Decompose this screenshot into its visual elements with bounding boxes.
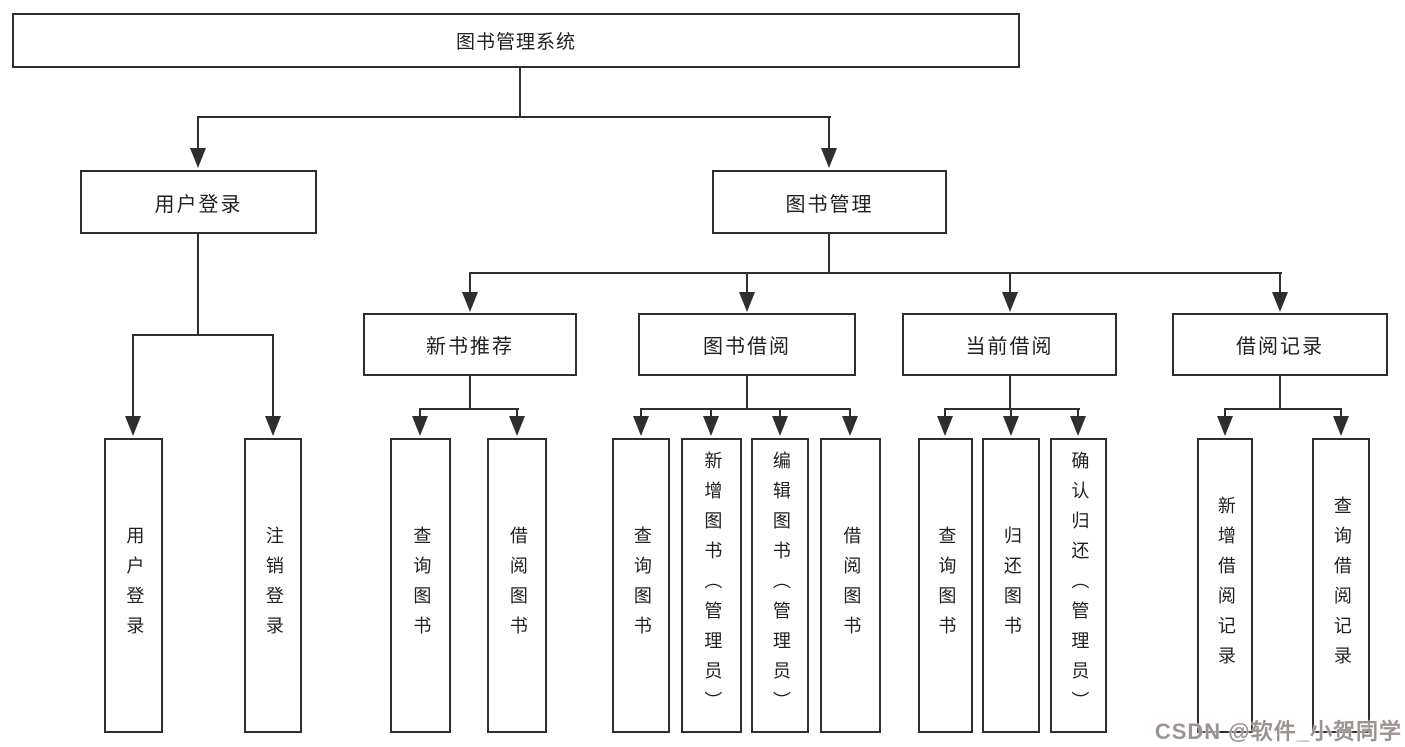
connector-line [419, 408, 519, 410]
leaf-records-add-record-label: 新增借阅记录 [1215, 495, 1236, 676]
node-current-borrow-label: 当前借阅 [965, 336, 1054, 358]
node-new-book-recommend-label: 新书推荐 [426, 336, 514, 358]
arrowhead-icon [462, 292, 478, 312]
arrowhead-icon [772, 416, 788, 436]
leaf-borrow-query-books: 查询图书 [612, 438, 670, 733]
connector-line [779, 408, 781, 418]
node-root: 图书管理系统 [12, 13, 1020, 68]
connector-line [469, 272, 471, 294]
leaf-current-confirm-return-admin-label: 确认归还（管理员） [1069, 450, 1090, 721]
arrowhead-icon [265, 416, 281, 436]
leaf-current-return-books-label: 归还图书 [1001, 525, 1022, 646]
arrowhead-icon [125, 416, 141, 436]
node-book-management-label: 图书管理 [785, 193, 874, 216]
leaf-records-query-record-label: 查询借阅记录 [1331, 495, 1352, 676]
connector-line [828, 116, 830, 150]
arrowhead-icon [1272, 292, 1288, 312]
arrowhead-icon [1070, 416, 1086, 436]
connector-line [197, 116, 199, 150]
connector-line [132, 334, 274, 336]
connector-line [272, 334, 274, 416]
arrowhead-icon [842, 416, 858, 436]
connector-line [516, 408, 518, 418]
leaf-newbook-borrow-books-label: 借阅图书 [507, 525, 528, 646]
arrowhead-icon [937, 416, 953, 436]
leaf-records-query-record: 查询借阅记录 [1312, 438, 1370, 733]
arrowhead-icon [1333, 416, 1349, 436]
connector-line [1340, 408, 1342, 418]
node-book-management: 图书管理 [712, 170, 947, 234]
leaf-current-confirm-return-admin: 确认归还（管理员） [1050, 438, 1107, 733]
connector-line [1009, 272, 1011, 294]
connector-line [849, 408, 851, 418]
node-new-book-recommend: 新书推荐 [363, 313, 577, 376]
arrowhead-icon [739, 292, 755, 312]
leaf-borrow-query-books-label: 查询图书 [631, 525, 652, 646]
connector-line [944, 408, 1080, 410]
csdn-watermark: CSDN @软件_小贺同学 [1154, 719, 1402, 744]
connector-line [640, 408, 851, 410]
leaf-logout-label: 注销登录 [263, 525, 284, 646]
connector-line [1010, 408, 1012, 418]
arrowhead-icon [1002, 292, 1018, 312]
arrowhead-icon [412, 416, 428, 436]
connector-line [1009, 374, 1011, 410]
arrowhead-icon [821, 148, 837, 168]
node-user-login: 用户登录 [80, 170, 317, 234]
leaf-current-query-books: 查询图书 [918, 438, 973, 733]
connector-line [1279, 374, 1281, 410]
leaf-borrow-borrow-books: 借阅图书 [820, 438, 881, 733]
leaf-borrow-add-books-admin-label: 新增图书（管理员） [702, 450, 723, 721]
connector-line [944, 408, 946, 418]
arrowhead-icon [1217, 416, 1233, 436]
node-user-login-label: 用户登录 [154, 193, 243, 216]
node-borrow-records: 借阅记录 [1172, 313, 1388, 376]
connector-line [469, 374, 471, 410]
connector-line [1224, 408, 1226, 418]
arrowhead-icon [509, 416, 525, 436]
leaf-borrow-borrow-books-label: 借阅图书 [841, 525, 862, 646]
connector-line [746, 272, 748, 294]
leaf-borrow-add-books-admin: 新增图书（管理员） [681, 438, 742, 733]
leaf-current-return-books: 归还图书 [982, 438, 1040, 733]
arrowhead-icon [703, 416, 719, 436]
connector-line [197, 232, 199, 336]
connector-line [419, 408, 421, 418]
arrowhead-icon [190, 148, 206, 168]
leaf-user-login-label: 用户登录 [124, 525, 145, 646]
connector-line [1224, 408, 1342, 410]
leaf-borrow-edit-books-admin: 编辑图书（管理员） [751, 438, 809, 733]
leaf-user-login: 用户登录 [104, 438, 163, 733]
connector-line [746, 374, 748, 410]
arrowhead-icon [633, 416, 649, 436]
node-current-borrow: 当前借阅 [902, 313, 1117, 376]
leaf-borrow-edit-books-admin-label: 编辑图书（管理员） [770, 450, 791, 721]
connector-line [1279, 272, 1281, 294]
node-root-label: 图书管理系统 [455, 32, 576, 53]
connector-line [640, 408, 642, 418]
connector-line [828, 232, 830, 274]
node-borrow-records-label: 借阅记录 [1236, 336, 1324, 358]
leaf-newbook-query-books: 查询图书 [390, 438, 451, 733]
connector-line [519, 68, 521, 118]
leaf-current-query-books-label: 查询图书 [936, 525, 957, 646]
connector-line [469, 272, 1282, 274]
arrowhead-icon [1003, 416, 1019, 436]
node-book-borrow: 图书借阅 [638, 313, 856, 376]
leaf-records-add-record: 新增借阅记录 [1197, 438, 1253, 733]
connector-line [197, 116, 831, 118]
leaf-newbook-query-books-label: 查询图书 [411, 525, 432, 646]
connector-line [710, 408, 712, 418]
connector-line [132, 334, 134, 416]
leaf-newbook-borrow-books: 借阅图书 [487, 438, 547, 733]
leaf-logout: 注销登录 [244, 438, 302, 733]
connector-line [1077, 408, 1079, 418]
node-book-borrow-label: 图书借阅 [703, 336, 791, 358]
